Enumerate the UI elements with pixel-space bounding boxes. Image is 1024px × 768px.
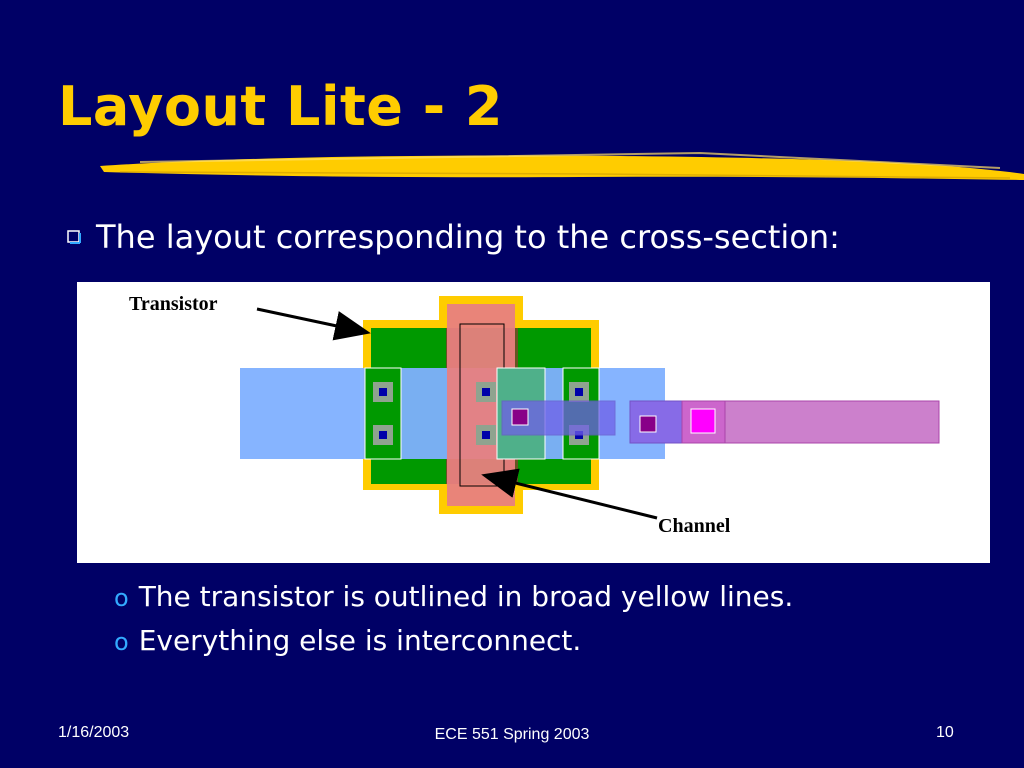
footer-date: 1/16/2003	[58, 724, 130, 741]
sub-bullet-item: o The transistor is outlined in broad ye…	[114, 580, 793, 624]
circle-bullet-icon: o	[114, 628, 129, 656]
via	[690, 408, 716, 434]
hollow-square-bullet-icon	[67, 230, 81, 244]
footer-course: ECE 551 Spring 2003	[434, 726, 590, 743]
contact	[482, 388, 490, 396]
layout-figure: Transistor Channel	[77, 282, 990, 563]
transistor-label: Transistor	[129, 293, 218, 315]
contact	[379, 388, 387, 396]
channel-arrow	[481, 468, 658, 520]
contact	[379, 431, 387, 439]
sub-bullet-text: The transistor is outlined in broad yell…	[138, 580, 794, 613]
metal2-strip-mid	[629, 400, 685, 444]
sub-bullet-text: Everything else is interconnect.	[138, 624, 582, 657]
sub-bullet-item: o Everything else is interconnect.	[114, 624, 793, 668]
channel-label: Channel	[658, 515, 731, 537]
contact-window-left	[364, 367, 402, 460]
transistor-arrow	[256, 307, 371, 341]
via	[511, 408, 529, 426]
sub-bullet-list: o The transistor is outlined in broad ye…	[114, 580, 793, 668]
main-bullet: The layout corresponding to the cross-se…	[66, 218, 840, 256]
slide-title: Layout Lite - 2	[58, 75, 503, 138]
main-bullet-text: The layout corresponding to the cross-se…	[96, 218, 840, 256]
contact	[482, 431, 490, 439]
contact	[575, 388, 583, 396]
footer-page-number: 10	[936, 724, 954, 741]
title-underline-brushstroke	[100, 151, 1024, 180]
circle-bullet-icon: o	[114, 584, 129, 612]
layout-diagram: Transistor Channel	[129, 293, 940, 537]
via	[639, 415, 657, 433]
